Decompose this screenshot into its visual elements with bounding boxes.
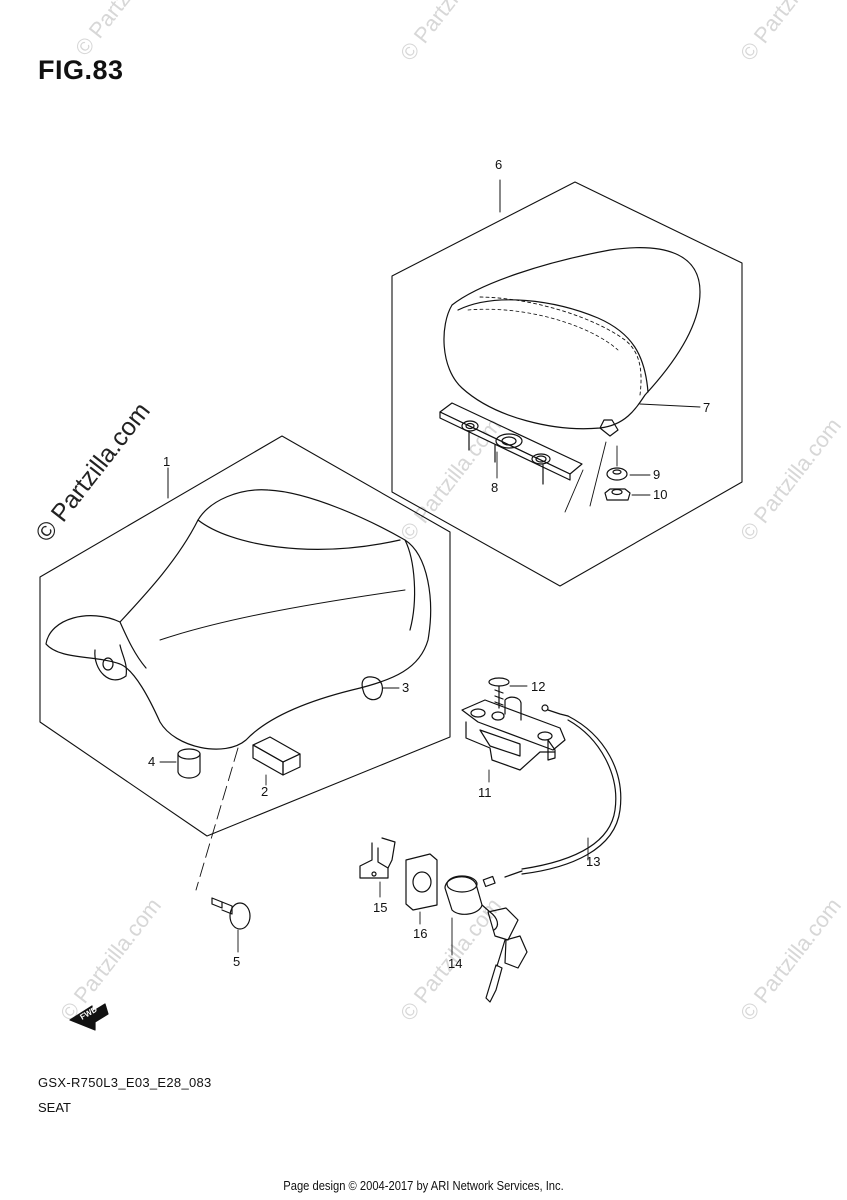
cushion-2 — [252, 736, 301, 776]
rear-seat-assembly — [391, 179, 743, 587]
figure-title: FIG.83 — [38, 55, 124, 85]
rear-seat-cushion — [443, 247, 701, 430]
seat-lock-assembly — [461, 696, 566, 771]
callout-5: 5 — [233, 954, 240, 969]
front-seat-assembly — [39, 435, 451, 891]
washer-9 — [606, 467, 628, 481]
callout-7: 7 — [703, 400, 710, 415]
front-seat-group-frame — [39, 435, 451, 837]
rear-seat-mounting-plate — [439, 402, 583, 485]
callout-2: 2 — [261, 784, 268, 799]
rear-seat-group-frame — [391, 181, 743, 587]
callout-11: 11 — [478, 785, 492, 800]
model-code: GSX-R750L3_E03_E28_083 — [38, 1075, 212, 1090]
callout-16: 16 — [413, 926, 427, 941]
callout-6: 6 — [495, 157, 502, 172]
callout-9: 9 — [653, 467, 660, 482]
seat-lock-cable-13 — [482, 704, 622, 888]
damper-4 — [177, 748, 201, 779]
callout-12: 12 — [531, 679, 545, 694]
callout-labels: 1 2 3 4 5 6 7 8 9 10 11 12 13 14 15 16 — [148, 157, 710, 971]
section-name: SEAT — [38, 1100, 71, 1115]
callout-8: 8 — [491, 480, 498, 495]
callout-1: 1 — [163, 454, 170, 469]
nut-10 — [604, 488, 631, 501]
damper-3 — [361, 676, 383, 701]
lock-plate-16 — [405, 853, 438, 911]
callout-13: 13 — [586, 854, 600, 869]
screw-12 — [488, 677, 510, 709]
page-footer: Page design © 2004-2017 by ARI Network S… — [283, 1178, 564, 1193]
forward-arrow-icon: FWD — [69, 1003, 109, 1031]
bolt-5 — [211, 897, 251, 930]
callout-3: 3 — [402, 680, 409, 695]
front-seat-cushion — [45, 489, 432, 750]
callout-10: 10 — [653, 487, 667, 502]
callout-14: 14 — [448, 956, 462, 971]
callout-4: 4 — [148, 754, 155, 769]
callout-15: 15 — [373, 900, 387, 915]
key-cylinder-14 — [444, 875, 528, 1003]
clip-15 — [359, 837, 396, 879]
